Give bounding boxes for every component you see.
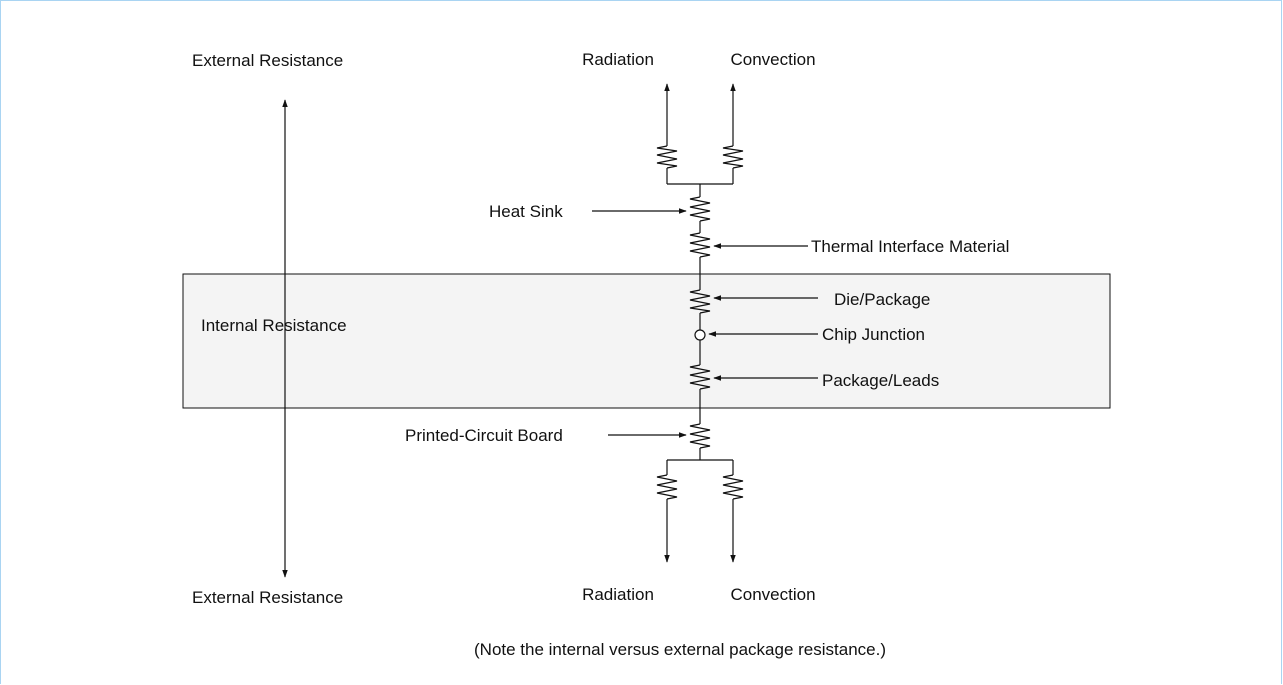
convection-bottom-label: Convection [730,585,815,604]
package-leads-label: Package/Leads [822,371,939,390]
bottom-radiation-branch [656,460,678,563]
radiation-bottom-label: Radiation [582,585,654,604]
die-package-resistor [689,289,711,314]
pcb-resistor [689,423,711,449]
internal-resistance-box [182,273,1111,409]
internal-resistance-label: Internal Resistance [201,316,347,335]
pcb-label: Printed-Circuit Board [405,426,563,445]
chip-junction-node [694,329,706,341]
bottom-convection-branch [722,460,744,563]
package-leads-resistor [689,364,711,390]
chip-junction-label: Chip Junction [822,325,925,344]
external-resistance-bottom-label: External Resistance [192,588,343,607]
thermal-interface-resistor [689,232,711,258]
main-thermal-path [689,184,711,460]
caption: (Note the internal versus external packa… [474,640,886,659]
thermal-interface-label: Thermal Interface Material [811,237,1009,256]
radiation-top-label: Radiation [582,50,654,69]
external-resistance-top-label: External Resistance [192,51,343,70]
heat-sink-label: Heat Sink [489,202,563,221]
top-radiation-branch [656,83,678,184]
convection-top-label: Convection [730,50,815,69]
top-convection-branch [722,83,744,184]
heat-sink-resistor [689,196,711,222]
die-package-label: Die/Package [834,290,930,309]
